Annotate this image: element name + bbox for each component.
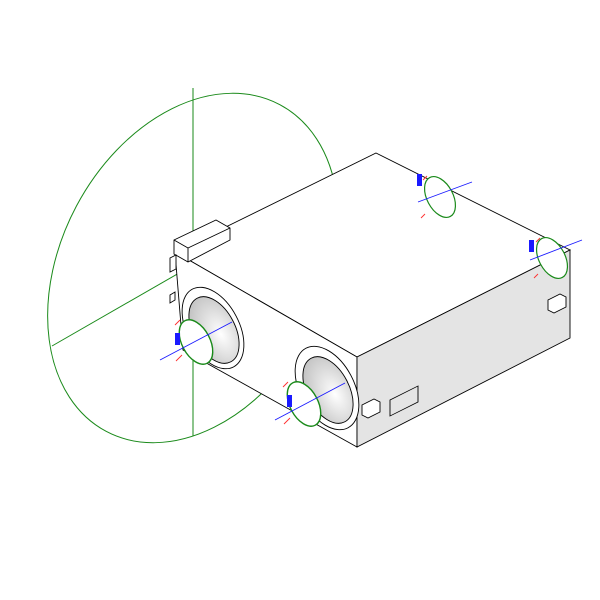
- connector-icon: [287, 395, 292, 407]
- connector-icon: [417, 174, 422, 186]
- bracket-side-mid: [169, 291, 176, 304]
- connector-indicators[interactable]: [175, 174, 534, 407]
- duct-connection-1: [159, 286, 245, 370]
- duct-connection-3: [417, 175, 473, 219]
- bracket-front: [361, 398, 381, 419]
- unit-label-plate: [389, 385, 419, 417]
- duct-connections[interactable]: [159, 171, 583, 440]
- connector-icon: [175, 333, 180, 345]
- connector-icon: [529, 240, 534, 252]
- mounting-brackets: [169, 254, 567, 419]
- duct-connection-2: [274, 345, 360, 431]
- bracket-rear: [547, 293, 567, 314]
- duct-connection-4: [529, 237, 583, 279]
- ventilation-unit[interactable]: [169, 152, 572, 448]
- bracket-side-top: [169, 254, 177, 273]
